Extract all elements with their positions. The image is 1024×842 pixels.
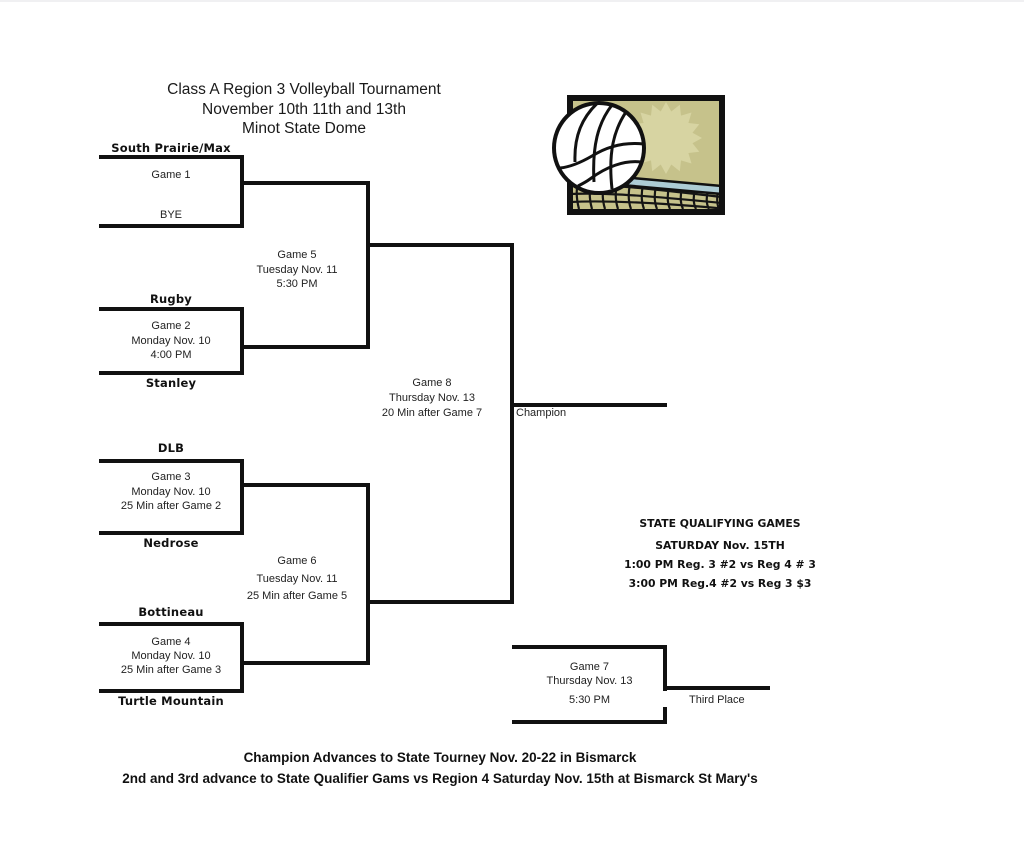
game2-label: Game 2 Monday Nov. 10 4:00 PM [131, 320, 211, 361]
team-bottineau: Bottineau [138, 605, 204, 619]
advancement-notes: Champion Advances to State Tourney Nov. … [60, 747, 820, 789]
bracket-line [240, 622, 244, 693]
bracket-line [99, 459, 244, 463]
bracket-line [99, 224, 244, 228]
bracket-line [99, 531, 244, 535]
bracket-line [99, 689, 244, 693]
note-champion: Champion Advances to State Tourney Nov. … [243, 750, 637, 765]
bracket-line [99, 371, 244, 375]
game8-label: Game 8 Thursday Nov. 13 20 Min after Gam… [381, 377, 483, 419]
team-stanley: Stanley [145, 376, 197, 390]
bracket-line [663, 645, 667, 691]
bracket-line [240, 307, 244, 375]
page-title: Class A Region 3 Volleyball Tournament N… [124, 80, 484, 139]
bracket-line [512, 720, 667, 724]
bracket-line [99, 307, 244, 311]
qualifying-date: SATURDAY Nov. 15TH [655, 539, 785, 552]
third-place-label: Third Place [689, 694, 745, 706]
title-line-3: Minot State Dome [241, 120, 367, 137]
qualifying-game-1: 1:00 PM Reg. 3 #2 vs Reg 4 # 3 [624, 558, 816, 571]
bracket-line [240, 155, 244, 228]
game3-label: Game 3 Monday Nov. 10 25 Min after Game … [120, 471, 222, 512]
bracket-line [240, 345, 370, 349]
volleyball-net-icon [552, 95, 725, 215]
qualifying-game-2: 3:00 PM Reg.4 #2 vs Reg 3 $3 [628, 577, 812, 590]
note-qualifiers: 2nd and 3rd advance to State Qualifier G… [122, 771, 758, 786]
bracket-line [366, 243, 514, 247]
game4-label: Game 4 Monday Nov. 10 25 Min after Game … [120, 636, 222, 676]
title-line-1: Class A Region 3 Volleyball Tournament [167, 81, 441, 98]
champion-label: Champion [516, 407, 567, 419]
team-dlb: DLB [157, 441, 185, 455]
game7-label: Game 7 Thursday Nov. 13 5:30 PM [546, 661, 633, 706]
title-line-2: November 10th 11th and 13th [202, 100, 406, 118]
sunburst-shape [630, 102, 702, 174]
bracket-line [366, 600, 514, 604]
bracket-line [99, 622, 244, 626]
bracket-line [366, 181, 370, 349]
team-rugby: Rugby [149, 292, 192, 306]
team-turtle-mountain: Turtle Mountain [118, 694, 224, 708]
bracket-line [366, 483, 370, 665]
bracket-line [510, 403, 667, 407]
team-bye: BYE [159, 209, 182, 221]
game1-label: Game 1 [151, 169, 191, 181]
bracket-line [99, 155, 244, 159]
bracket-line [240, 459, 244, 535]
bracket-line [240, 483, 370, 487]
game6-label: Game 6 Tuesday Nov. 11 25 Min after Game… [246, 555, 348, 602]
game5-label: Game 5 Tuesday Nov. 11 5:30 PM [256, 249, 338, 290]
team-south-prairie-max: South Prairie/Max [111, 141, 231, 155]
state-qualifying-block: STATE QUALIFYING GAMES SATURDAY Nov. 15T… [590, 514, 850, 593]
bracket-line [512, 645, 667, 649]
bracket-line [663, 686, 770, 690]
bracket-line [240, 181, 370, 185]
volleyball-ball [552, 101, 646, 195]
team-nedrose: Nedrose [143, 536, 199, 550]
bracket-line [510, 243, 514, 604]
qualifying-title: STATE QUALIFYING GAMES [639, 517, 801, 530]
bracket-line [663, 707, 667, 724]
bracket-line [240, 661, 370, 665]
